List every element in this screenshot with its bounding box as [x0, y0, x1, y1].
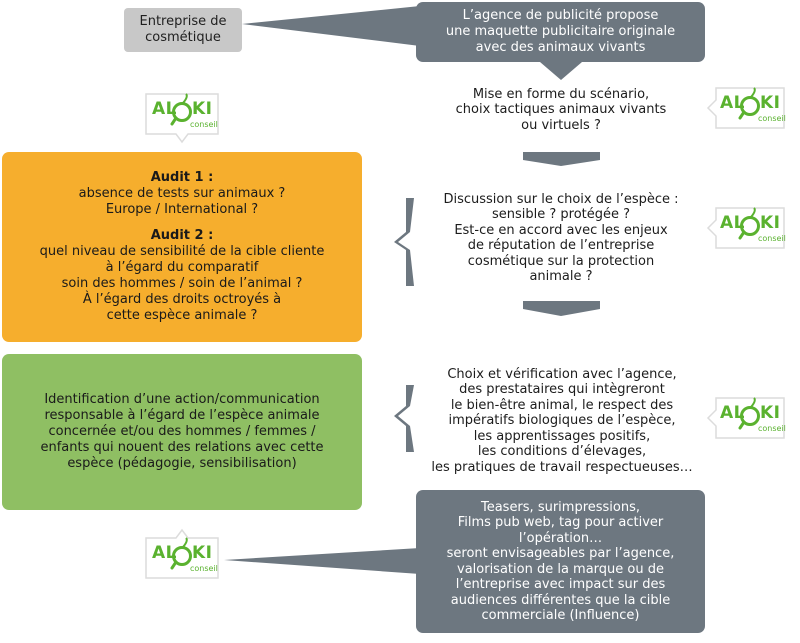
top-down-notch — [540, 62, 582, 80]
step2-text: Discussion sur le choix de l’espèce : se… — [420, 188, 702, 288]
action-line: enfants qui nouent des relations avec ce… — [40, 440, 324, 455]
logo-sub: conseil — [190, 564, 218, 573]
step1-text: Mise en forme du scénario, choix tactiqu… — [430, 84, 692, 136]
action-line: Identification d’une action/communicatio… — [44, 392, 320, 407]
audit2-line: quel niveau de sensibilité de la cible c… — [39, 244, 325, 259]
step3-line: le bien-être animal, le respect des — [450, 397, 674, 413]
step1-line: Mise en forme du scénario, — [472, 86, 650, 102]
audit-box: Audit 1 : absence de tests sur animaux ?… — [2, 152, 362, 342]
step2-line: Est-ce en accord avec les enjeux — [454, 222, 668, 238]
step3-line: des prestataires qui intègreront — [459, 382, 665, 398]
aloki-logo-right-2: AL KI conseil — [706, 204, 788, 256]
action-line: concernée et/ou des hommes / femmes / — [48, 424, 316, 439]
outcome-line: l’opération… — [518, 530, 603, 546]
outcome-line: Films pub web, tag pour activer — [457, 515, 664, 530]
company-line: cosmétique — [145, 30, 221, 45]
logo-brand-right: KI — [760, 93, 781, 113]
logo-badge-icon — [145, 93, 219, 144]
logo-brand-left: AL — [152, 99, 177, 119]
bottom-pointer — [224, 548, 420, 574]
top-pointer — [242, 6, 420, 46]
logo-sub: conseil — [758, 424, 786, 433]
chevron-down-2 — [523, 301, 600, 316]
company-line: Entreprise de — [139, 14, 227, 29]
audit2-title: Audit 2 : — [150, 228, 214, 243]
step2-line: de réputation de l’entreprise — [467, 238, 655, 253]
logo-sub: conseil — [758, 114, 786, 123]
logo-brand-right: KI — [760, 213, 781, 233]
step1-line: choix tactiques animaux vivants — [455, 102, 667, 118]
logo-badge-icon — [706, 87, 785, 129]
logo-brand-left: AL — [152, 543, 177, 563]
audit1-title: Audit 1 : — [150, 170, 214, 185]
step3-line: les apprentissages positifs, — [473, 428, 651, 444]
step3-line: impératifs biologiques de l’espèce, — [448, 413, 676, 429]
logo-badge-icon — [145, 528, 219, 579]
outcome-line: audiences différentes que la cible — [450, 592, 671, 608]
step2-line: sensible ? protégée ? — [491, 207, 631, 222]
agency-line: avec des animaux vivants — [475, 40, 646, 55]
logo-brand-left: AL — [720, 93, 745, 113]
audit1-line: Europe / International ? — [105, 202, 259, 217]
audit2-line: soin des hommes / soin de l’animal ? — [61, 276, 303, 291]
action-line: responsable à l’égard de l’espèce animal… — [44, 408, 320, 423]
step3-text: Choix et vérification avec l’agence, des… — [414, 364, 710, 478]
step2-line: Discussion sur le choix de l’espèce : — [443, 191, 679, 207]
outcome-line: seront envisageables par l’agence, — [446, 546, 675, 561]
action-box: Identification d’une action/communicatio… — [2, 354, 362, 510]
outcome-line: valorisation de la marque ou de — [457, 561, 664, 577]
logo-brand-right: KI — [760, 403, 781, 423]
outcome-box: Teasers, surimpressions, Films pub web, … — [416, 490, 705, 633]
step3-line: les conditions d’élevages, — [477, 444, 647, 460]
action-line: espèce (pédagogie, sensibilisation) — [67, 456, 297, 471]
audit2-line: À l’égard des droits octroyés à — [82, 292, 282, 307]
agency-line: L’agence de publicité propose — [462, 8, 659, 23]
logo-sub: conseil — [190, 120, 218, 129]
audit2-line: à l’égard du comparatif — [105, 260, 259, 275]
step1-line: ou virtuels ? — [521, 117, 601, 133]
agency-line: une maquette publicitaire originale — [445, 24, 676, 39]
aloki-logo-top-left: AL KI conseil — [142, 90, 222, 144]
logo-sub: conseil — [758, 234, 786, 243]
outcome-line: commerciale (Influence) — [481, 608, 640, 623]
logo-brand-right: KI — [192, 543, 213, 563]
step3-line: les pratiques de travail respectueuses… — [431, 459, 693, 475]
logo-badge-icon — [706, 397, 785, 439]
aloki-logo-right-1: AL KI conseil — [706, 84, 788, 136]
company-box: Entreprise de cosmétique — [124, 8, 242, 52]
outcome-line: Teasers, surimpressions, — [480, 499, 641, 515]
step2-line: cosmétique sur la protection — [467, 253, 655, 269]
audit2-line: cette espèce animale ? — [106, 308, 258, 323]
outcome-line: l’entreprise avec impact sur des — [455, 577, 666, 592]
logo-brand-right: KI — [192, 99, 213, 119]
logo-brand-left: AL — [720, 213, 745, 233]
step2-left-pointer — [394, 198, 414, 286]
step2-line: animale ? — [529, 269, 593, 284]
aloki-logo-bottom-left: AL KI conseil — [142, 528, 222, 582]
aloki-logo-right-3: AL KI conseil — [706, 394, 788, 446]
logo-badge-icon — [706, 207, 785, 249]
chevron-down-1 — [523, 152, 600, 166]
logo-brand-left: AL — [720, 403, 745, 423]
audit1-line: absence de tests sur animaux ? — [78, 186, 286, 201]
step3-left-pointer — [394, 385, 414, 452]
agency-proposal-box: L’agence de publicité propose une maquet… — [416, 2, 705, 62]
step3-line: Choix et vérification avec l’agence, — [447, 366, 677, 382]
